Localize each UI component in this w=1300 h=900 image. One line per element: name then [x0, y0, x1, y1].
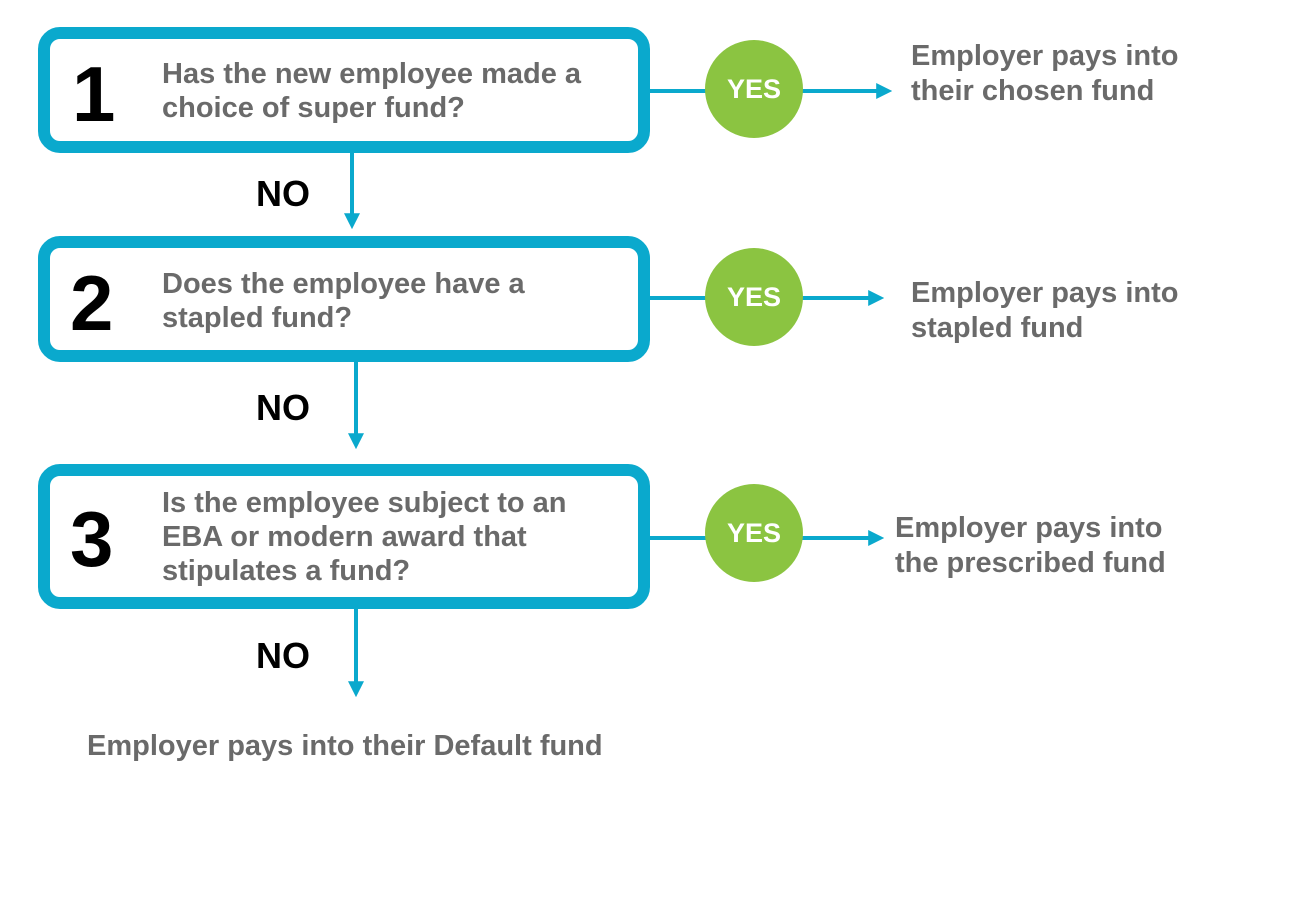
step-3-no-label: NO: [256, 635, 310, 676]
step-1-box: [38, 27, 650, 153]
step-1-outcome-line-2: their chosen fund: [911, 75, 1155, 107]
step-3-number: 3: [70, 495, 114, 583]
step-1-number: 1: [72, 50, 116, 138]
step-3-question-line-1: Is the employee subject to an: [162, 487, 567, 519]
step-3-yes-circle: YES: [705, 484, 803, 582]
step-3-question: Is the employee subject to an EBA or mod…: [162, 486, 567, 588]
step-3-yes-outcome: Employer pays into the prescribed fund: [895, 511, 1166, 581]
step-1-outcome-line-1: Employer pays into: [911, 40, 1179, 72]
step-2-no-label: NO: [256, 387, 310, 428]
step-2-yes-outcome: Employer pays into stapled fund: [911, 276, 1179, 346]
step-3-outcome-line-2: the prescribed fund: [895, 547, 1166, 579]
step-2-question-line-1: Does the employee have a: [162, 268, 525, 300]
step-1-yes-outcome: Employer pays into their chosen fund: [911, 39, 1179, 109]
step-3-question-line-3: stipulates a fund?: [162, 555, 411, 587]
step-3-box: [38, 464, 650, 609]
step-2-outcome-line-2: stapled fund: [911, 312, 1084, 344]
step-2-question-line-2: stapled fund?: [162, 302, 353, 334]
step-2-number: 2: [70, 259, 114, 347]
step-2-box: [38, 236, 650, 362]
step-1-no-label: NO: [256, 173, 310, 214]
step-1-question-line-1: Has the new employee made a: [162, 58, 582, 90]
step-1-question: Has the new employee made a choice of su…: [162, 57, 581, 125]
default-fund-outcome: Employer pays into their Default fund: [87, 730, 603, 762]
step-2-question: Does the employee have a stapled fund?: [162, 267, 525, 335]
step-3-outcome-line-1: Employer pays into: [895, 512, 1163, 544]
step-2-yes-circle: YES: [705, 248, 803, 346]
step-2-outcome-line-1: Employer pays into: [911, 277, 1179, 309]
step-1-yes-circle: YES: [705, 40, 803, 138]
step-1-question-line-2: choice of super fund?: [162, 92, 465, 124]
step-3-question-line-2: EBA or modern award that: [162, 521, 527, 553]
